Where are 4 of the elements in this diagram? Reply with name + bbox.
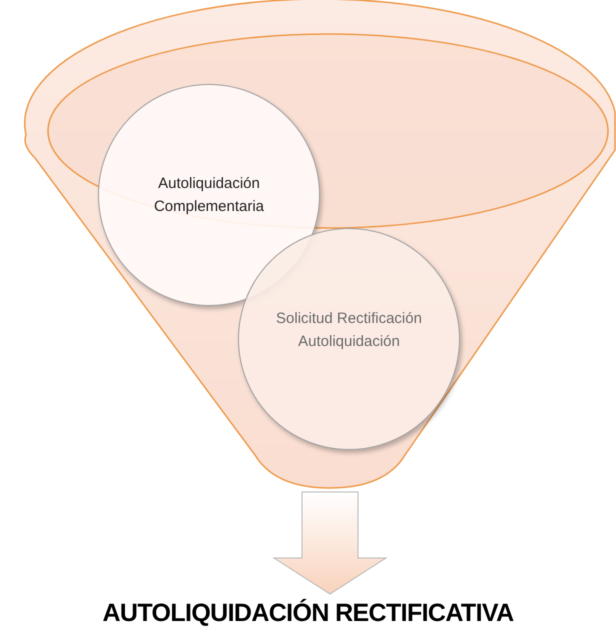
result-heading: AUTOLIQUIDACIÓN RECTIFICATIVA bbox=[102, 598, 514, 630]
block-arrow bbox=[272, 492, 388, 595]
circle-label: Autoliquidación Complementaria bbox=[152, 174, 266, 217]
circle-label: Solicitud Rectificación Autoliquidación bbox=[275, 309, 423, 352]
